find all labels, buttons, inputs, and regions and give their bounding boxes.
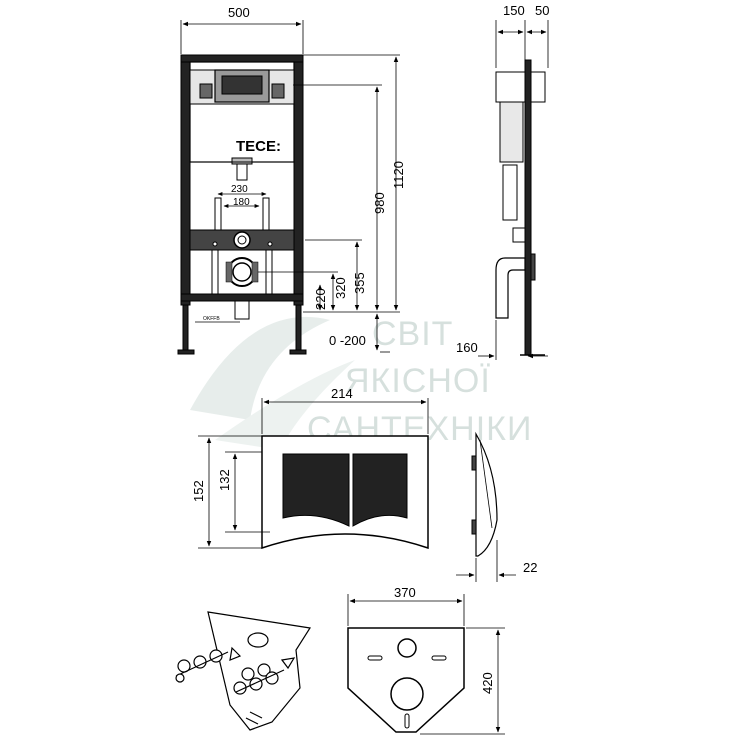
flush-plate-front bbox=[198, 398, 429, 550]
okffb-label: OKFFB bbox=[203, 316, 220, 322]
dim-355-label: 355 bbox=[352, 272, 367, 294]
watermark-line1: СВІТ bbox=[372, 315, 453, 353]
dim-frame-width bbox=[180, 20, 304, 54]
dim-214-label: 214 bbox=[331, 386, 353, 401]
dim-heights bbox=[258, 54, 400, 353]
dim-420-label: 420 bbox=[480, 672, 495, 694]
dim-1120-label: 1120 bbox=[391, 161, 406, 189]
dim-drain-spacing bbox=[217, 192, 267, 208]
dim-adjust-label: 0 -200 bbox=[329, 333, 366, 348]
watermark-line2: ЯКІСНОЇ bbox=[345, 362, 491, 400]
dim-370-label: 370 bbox=[394, 585, 416, 600]
dim-220-label: 220 bbox=[313, 288, 328, 310]
dim-22-label: 22 bbox=[523, 560, 537, 575]
dim-160-label: 160 bbox=[456, 340, 478, 355]
dim-50-label: 50 bbox=[535, 3, 549, 18]
dim-132-label: 132 bbox=[217, 469, 232, 491]
dim-180-label: 180 bbox=[233, 197, 250, 208]
dim-150-label: 150 bbox=[503, 3, 525, 18]
mounting-kit bbox=[175, 611, 311, 731]
dim-320-label: 320 bbox=[333, 277, 348, 299]
flush-plate-side bbox=[456, 431, 516, 582]
dim-980-label: 980 bbox=[372, 192, 387, 214]
tece-logo: TECE: bbox=[236, 138, 281, 155]
dim-500-label: 500 bbox=[228, 5, 250, 20]
dim-152-label: 152 bbox=[191, 480, 206, 502]
frame-front-view bbox=[177, 54, 307, 355]
dim-side-foot bbox=[478, 320, 548, 360]
insulation-mat bbox=[347, 594, 505, 735]
frame-side-view bbox=[495, 20, 549, 356]
dim-230-label: 230 bbox=[231, 184, 248, 195]
